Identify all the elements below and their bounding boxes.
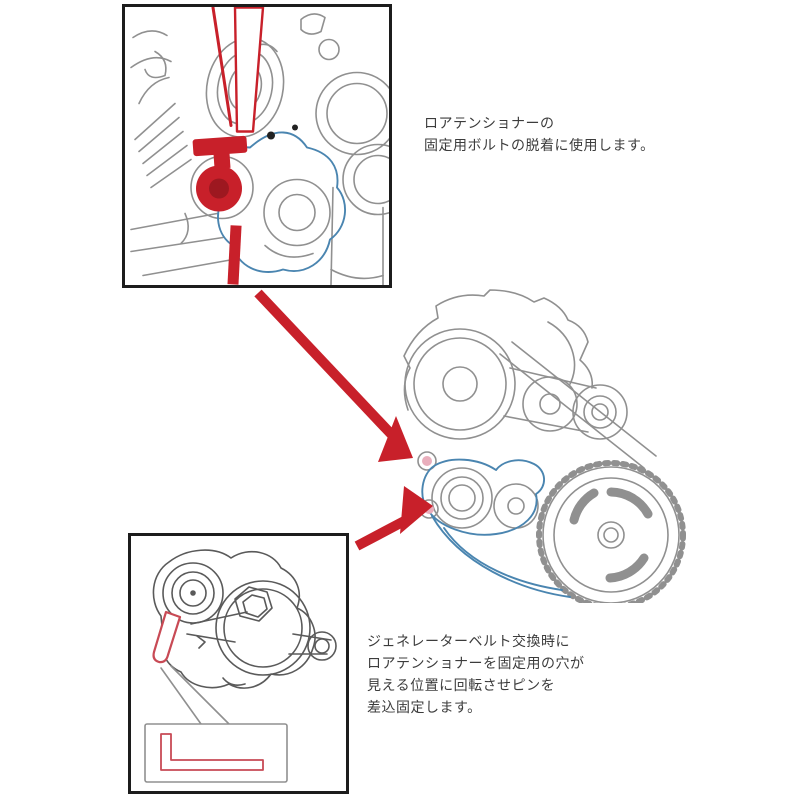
red-arrow-upper — [254, 289, 413, 462]
upper-note-line: 固定用ボルトの脱着に使用します。 — [424, 137, 655, 153]
lower-note-line: ロアテンショナーを固定用の穴が — [367, 655, 585, 671]
figure-upper-inset — [122, 4, 392, 288]
tensioner-pin-illustration — [144, 549, 337, 783]
lower-note-line: 差込固定します。 — [367, 699, 482, 715]
lower-note-line: ジェネレーターベルト交換時に — [367, 633, 570, 649]
figure-lower-inset — [128, 533, 349, 794]
belt-diagram-illustration — [403, 289, 686, 603]
upper-note-line: ロアテンショナーの — [424, 115, 555, 131]
lower-note: ジェネレーターベルト交換時に ロアテンショナーを固定用の穴が 見える位置に回転さ… — [367, 630, 585, 718]
lower-note-line: 見える位置に回転させピンを — [367, 677, 556, 693]
upper-note: ロアテンショナーの 固定用ボルトの脱着に使用します。 — [424, 112, 655, 156]
engine-inset-illustration — [130, 7, 389, 285]
